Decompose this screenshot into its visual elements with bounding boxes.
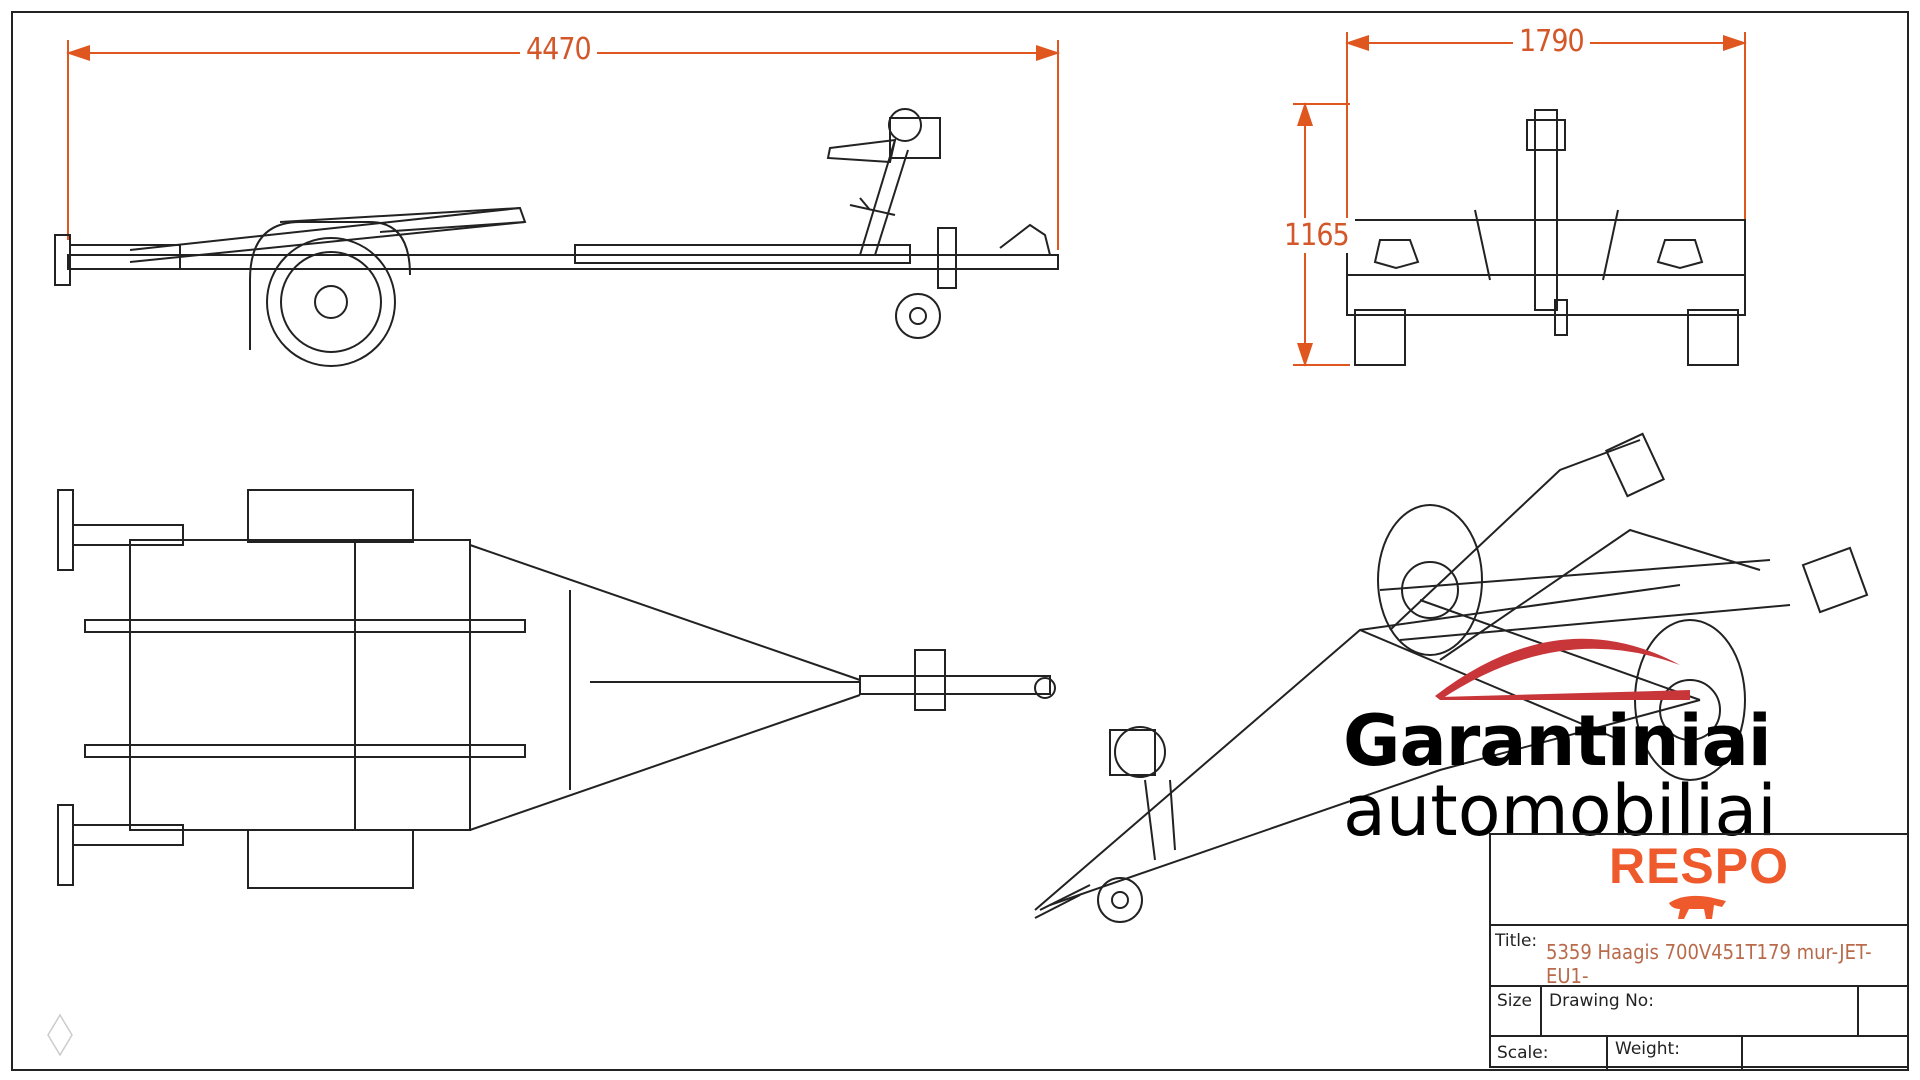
corner-logo-icon — [47, 1013, 73, 1057]
bull-icon — [1669, 895, 1726, 919]
size-label: Size — [1497, 991, 1532, 1011]
weight-label: Weight: — [1615, 1039, 1680, 1059]
width-dimension: 1790 — [1513, 24, 1590, 59]
watermark-swoosh-line — [1440, 690, 1690, 700]
scale-label: Scale: — [1497, 1043, 1549, 1063]
watermark-swoosh — [1435, 638, 1680, 700]
front-view — [1346, 109, 1746, 366]
isometric-view — [1034, 432, 1869, 923]
title-block: RESPO Title: 5359 Haagis 700V451T179 mur… — [1489, 833, 1909, 1070]
drawing-no-label: Drawing No: — [1549, 991, 1654, 1011]
side-view — [54, 108, 1059, 367]
respo-logo: RESPO — [1491, 835, 1907, 926]
watermark-line1: Garantiniai — [1343, 700, 1772, 782]
title-value: 5359 Haagis 700V451T179 mur-JET-EU1- — [1546, 940, 1872, 988]
drawing-border — [11, 11, 1909, 1071]
length-dimension: 4470 — [520, 32, 597, 67]
brand-name: RESPO — [1608, 838, 1790, 894]
top-view — [57, 489, 1056, 889]
title-label: Title: — [1495, 931, 1538, 951]
height-dimension: 1165 — [1278, 218, 1355, 253]
